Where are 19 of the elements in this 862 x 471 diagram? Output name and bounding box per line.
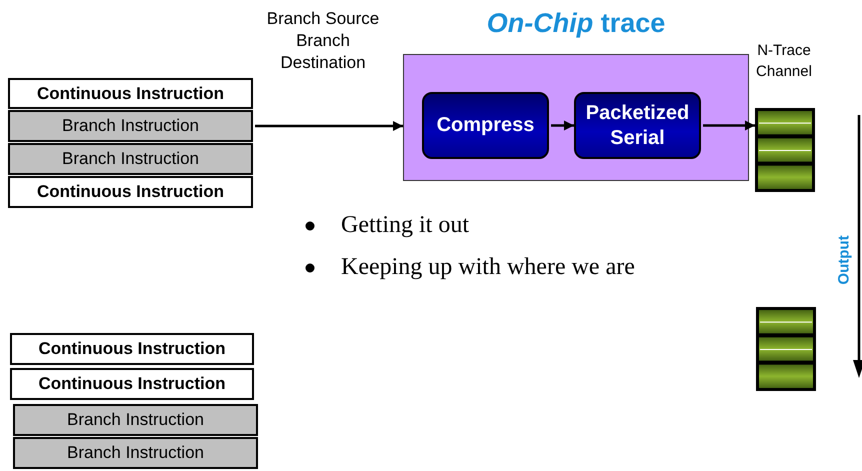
arrow — [255, 121, 403, 131]
bullet-item: Getting it out — [341, 211, 469, 240]
instruction-row: Continuous Instruction — [10, 333, 254, 365]
axis-label: Output — [836, 235, 852, 285]
bullet-item: Keeping up with where we are — [341, 253, 635, 282]
arrow — [551, 120, 574, 130]
block-title: On-Chip trace — [486, 7, 666, 40]
arrow — [703, 120, 755, 130]
channel-heading: N-Trace Channel — [755, 41, 813, 82]
process-box: Packetized Serial — [574, 92, 701, 159]
instruction-row: Continuous Instruction — [8, 78, 253, 109]
instruction-row: Continuous Instruction — [8, 176, 253, 208]
buffer-stack-drawing — [756, 307, 816, 391]
instruction-row: Branch Instruction — [8, 143, 253, 175]
process-box: Compress — [422, 92, 549, 159]
instruction-row: Branch Instruction — [13, 437, 258, 469]
instruction-row: Branch Instruction — [13, 404, 258, 436]
instruction-row: Branch Instruction — [8, 110, 253, 142]
instruction-row: Continuous Instruction — [10, 368, 254, 400]
